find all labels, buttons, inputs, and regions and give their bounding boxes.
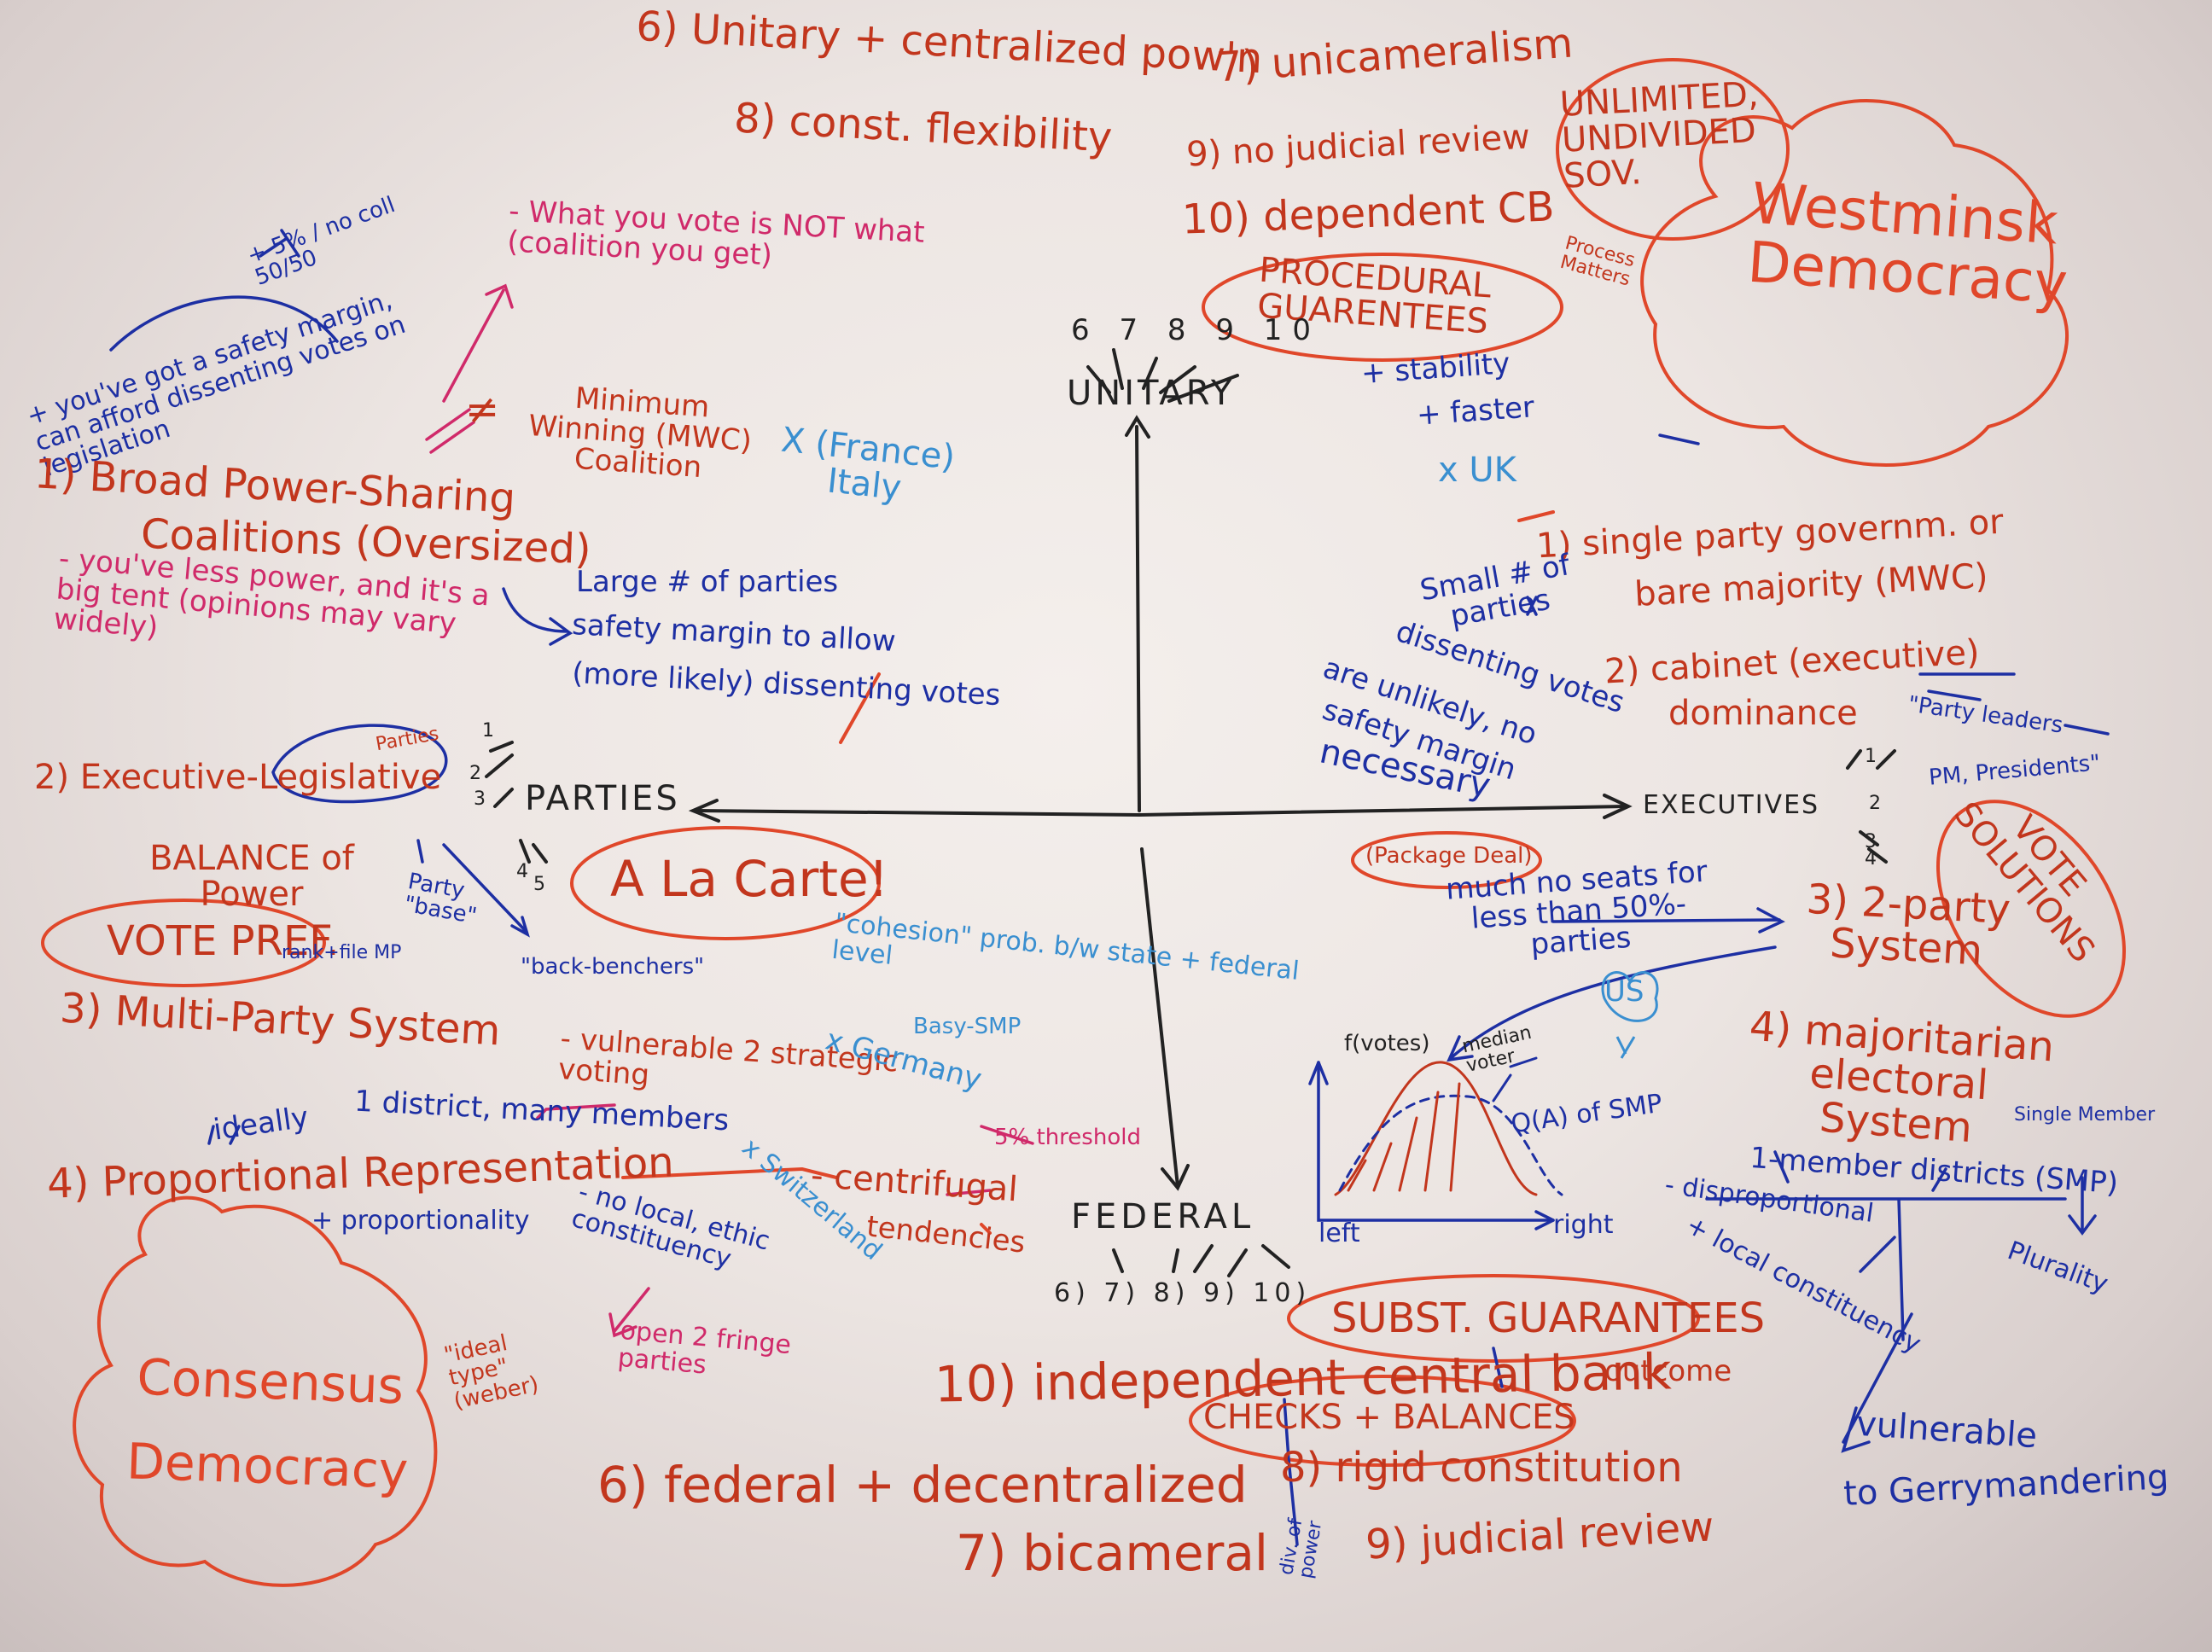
subst-text: SUBST. GUARANTEES	[1331, 1294, 1766, 1342]
us-text: US	[1604, 974, 1644, 1009]
consensus-text: Consensus Democracy	[125, 1347, 410, 1500]
federal-axis-numbers: 6) 7) 8) 9) 10)	[1054, 1278, 1312, 1308]
proportionality-text: + proportionality	[311, 1206, 530, 1236]
exec-num3: 3	[1865, 831, 1877, 852]
safety-arc	[109, 295, 339, 352]
sov-ellipse	[1556, 58, 1790, 241]
majoritarian-text: 4) majoritarian electoral System	[1748, 1002, 2056, 1152]
parties-num3: 3	[474, 788, 486, 810]
checks-ellipse	[1189, 1375, 1576, 1467]
parties-num4: 4	[516, 861, 528, 882]
federal-decentralized: 6) federal + decentralized	[597, 1456, 1248, 1514]
basy-smp: Basy-SMP	[913, 1014, 1022, 1039]
consensus-cloud	[73, 1195, 438, 1587]
dist-curve-blue	[1338, 1094, 1563, 1196]
large-parties: Large # of parties	[576, 565, 839, 599]
package-deal: (Package Deal)	[1365, 843, 1533, 869]
parties-num2: 2	[469, 763, 481, 784]
single-member: Single Member	[2014, 1104, 2156, 1126]
outcome-text: outcome	[1604, 1354, 1732, 1388]
votes-ellipse	[1936, 800, 2127, 1018]
parties-num1: 1	[482, 720, 494, 742]
threshold-text: 5% threshold	[994, 1125, 1141, 1150]
axis-lines	[485, 348, 1896, 1277]
exec-num1: 1	[1865, 746, 1877, 767]
balance-of-power: BALANCE of Power	[149, 839, 354, 914]
rankfile-mp: rank+file MP	[282, 942, 402, 963]
procedural-ellipse	[1202, 253, 1563, 362]
executives-axis-label: EXECUTIVES	[1643, 790, 1820, 820]
graph-left: left	[1318, 1219, 1360, 1248]
parties-axis-label: PARTIES	[525, 779, 680, 818]
smp-tree	[1705, 1197, 2067, 1453]
exec-num2: 2	[1869, 793, 1881, 814]
graph-right: right	[1553, 1210, 1614, 1240]
alacarte-ellipse	[570, 826, 881, 940]
exec-num4: 4	[1865, 848, 1877, 870]
westminster-text: Westminsk Democracy	[1745, 170, 2070, 317]
westminster-cloud	[1640, 98, 2069, 467]
unitary-axis-label: UNITARY	[1067, 374, 1236, 413]
alacarte-text: A La Carte!	[610, 850, 888, 908]
vote-pref: VOTE PREF.	[107, 917, 340, 965]
votepref-ellipse	[41, 899, 326, 987]
checks-text: CHECKS + BALANCES	[1203, 1398, 1575, 1437]
mwc-text: Minimum Winning (MWC) Coalition	[527, 381, 754, 486]
exec-leg-text: 2) Executive-Legislative	[34, 758, 442, 797]
federal-axis-label: FEDERAL	[1071, 1197, 1255, 1236]
parties-oval	[271, 724, 448, 804]
rigid-constitution: 8) rigid constitution	[1280, 1444, 1683, 1492]
sov-text: UNLIMITED, UNDIVIDED SOV.	[1558, 74, 1760, 196]
dominance-text: dominance	[1668, 694, 1858, 733]
bicameral-text: 7) bicameral	[956, 1524, 1269, 1582]
backbenchers: "back-benchers"	[521, 954, 705, 980]
uk-text: x UK	[1438, 451, 1516, 490]
us-figure	[1601, 971, 1659, 1059]
two-party-text: 3) 2-party System	[1805, 875, 2012, 976]
package-ellipse	[1351, 831, 1542, 889]
unitary-axis-numbers: 6 7 8 9 10	[1071, 313, 1322, 347]
mwc-arrow	[442, 283, 514, 403]
subst-ellipse	[1287, 1274, 1700, 1363]
neq-sign: ≠	[465, 386, 500, 433]
parties-num5: 5	[533, 874, 545, 895]
dist-curve-red	[1334, 1061, 1538, 1196]
graph-f-label: f(votes)	[1344, 1031, 1430, 1056]
